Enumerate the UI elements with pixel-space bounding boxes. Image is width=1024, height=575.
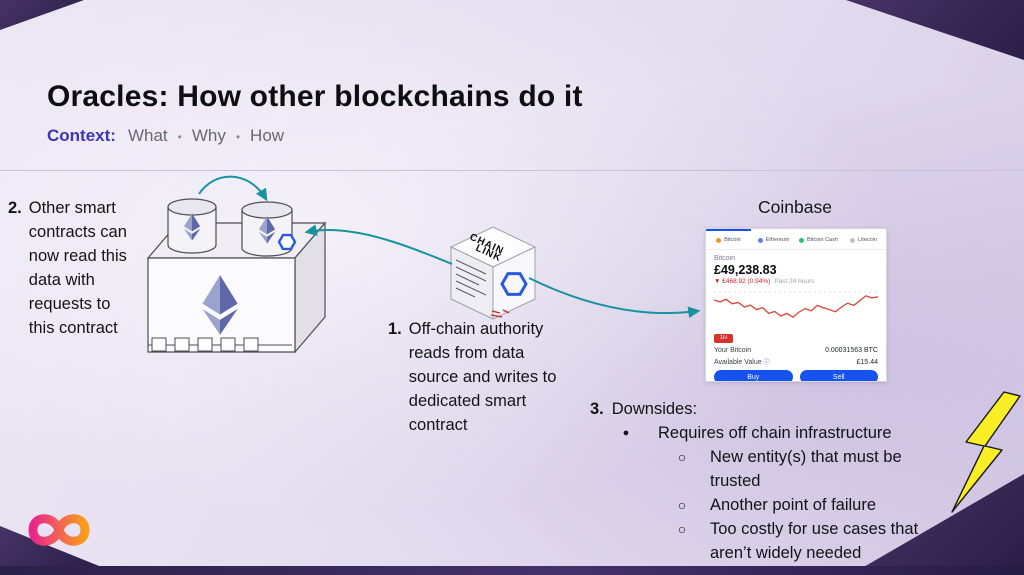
row-value: 0.00031563 BTC [825, 347, 878, 354]
coinbase-card-body: Bitcoin £49,238.83 ▼ £468.92 (0.94%) Pas… [706, 250, 886, 381]
chainlink-cube: CHAIN LINK [449, 226, 537, 320]
asset-name: Bitcoin [714, 255, 736, 262]
corner-decoration-top-left [0, 0, 84, 30]
ethereum-coin-icon [757, 237, 763, 243]
coinbase-tab-ethereum[interactable]: Ethereum [751, 229, 796, 249]
step-3-heading: 3. Downsides: [590, 397, 962, 421]
price-sparkline [714, 295, 878, 319]
your-bitcoin-row: Your Bitcoin 0.00031563 BTC [714, 347, 878, 354]
tab-label: Bitcoin [724, 237, 741, 243]
coinbase-tab-bitcoin-cash[interactable]: Bitcoin Cash [796, 229, 841, 249]
context-item-what: What [127, 126, 168, 145]
bottom-edge-decoration [0, 566, 1024, 575]
bullet-marker: ● [622, 427, 630, 440]
context-separator: • [177, 130, 182, 144]
time-filter-button[interactable]: 1H [714, 334, 734, 343]
red-mark [490, 309, 510, 318]
bullet-marker: ○ [677, 449, 687, 466]
row-value: £15.44 [856, 359, 878, 366]
chainlink-hexagon-icon [500, 272, 528, 296]
coinbase-label: Coinbase [758, 197, 832, 217]
bullet-marker: ○ [677, 497, 687, 514]
page-title: Oracles: How other blockchains do it [47, 80, 583, 114]
arrow-cube-to-coinbase [528, 277, 701, 319]
downside-bullet-3: ○ Another point of failure [590, 493, 962, 517]
bullet-text: New entity(s) that must be trusted [710, 448, 902, 491]
context-item-why: Why [191, 126, 226, 145]
bitcoin-cash-icon [799, 237, 805, 243]
bitcoin-icon [716, 237, 722, 243]
downside-bullet-1: ● Requires off chain infrastructure [590, 421, 962, 445]
cube-faces [449, 226, 537, 320]
bitcoin-price-chart [714, 291, 878, 319]
infinity-logo [28, 514, 90, 546]
row-label: Your Bitcoin [714, 347, 752, 354]
downside-bullet-2: ○ New entity(s) that must be trusted [590, 445, 962, 493]
downside-bullet-4: ○ Too costly for use cases that aren’t w… [590, 517, 962, 565]
tab-label: Ethereum [765, 237, 790, 243]
coinbase-app-screenshot: Bitcoin Ethereum Bitcoin Cash Litecoin B… [705, 228, 887, 382]
bullet-marker: ○ [677, 521, 687, 538]
step-1-number: 1. [388, 320, 402, 338]
coinbase-tab-litecoin[interactable]: Litecoin [841, 229, 886, 249]
lightning-bolt-icon [951, 391, 1021, 513]
step-3-note: 3. Downsides: ● Requires off chain infra… [590, 397, 962, 566]
sell-button[interactable]: Sell [799, 370, 878, 381]
context-label: Context: [47, 126, 116, 145]
row-label-wrap: Available Value ⓘ [714, 357, 770, 366]
bullet-text: Too costly for use cases that aren’t wid… [710, 520, 919, 563]
coinbase-tab-bitcoin[interactable]: Bitcoin [706, 229, 751, 249]
step-3-label: Downsides: [611, 400, 698, 418]
chainlink-hexagon-icon [277, 233, 297, 251]
info-icon[interactable]: ⓘ [763, 360, 770, 366]
step-1-text: Off-chain authority reads from data sour… [408, 320, 557, 435]
buy-button[interactable]: Buy [714, 370, 793, 381]
tab-label: Bitcoin Cash [807, 237, 838, 243]
smart-contract-diagram [146, 198, 327, 354]
bitcoin-price: £49,238.83 [714, 263, 777, 277]
row-label: Available Value [714, 359, 762, 366]
tab-label: Litecoin [858, 237, 877, 243]
step-1-note: 1. Off-chain authority reads from data s… [388, 317, 567, 437]
contract-storage-slots [148, 337, 292, 352]
price-change-line: ▼ £468.92 (0.94%) Past 24 hours [714, 278, 878, 285]
price-change-negative: ▼ £468.92 (0.94%) [714, 278, 771, 285]
bullet-text: Another point of failure [710, 496, 877, 515]
bullet-text: Requires off chain infrastructure [658, 424, 892, 443]
context-item-how: How [250, 126, 285, 145]
context-line: Context: What • Why • How [47, 126, 284, 146]
available-value-row: Available Value ⓘ £15.44 [714, 357, 878, 366]
step-2-number: 2. [8, 199, 22, 217]
coinbase-asset-tabs: Bitcoin Ethereum Bitcoin Cash Litecoin [706, 229, 886, 250]
price-change-period: Past 24 hours [774, 278, 815, 285]
coinbase-action-buttons: Buy Sell [714, 370, 878, 381]
step-2-text: Other smart contracts can now read this … [28, 199, 127, 338]
header-divider [0, 170, 1024, 171]
step-3-number: 3. [590, 400, 604, 418]
corner-decoration-top-right [846, 0, 1024, 60]
litecoin-icon [850, 237, 856, 243]
document-lines [455, 259, 487, 298]
context-separator: • [235, 130, 241, 144]
step-2-note: 2. Other smart contracts can now read th… [8, 196, 133, 340]
